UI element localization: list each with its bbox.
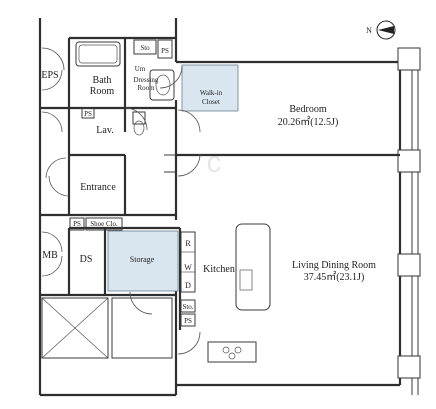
- shaft: [41, 297, 173, 359]
- ps-label-top: PS: [161, 47, 169, 55]
- toilet: [132, 111, 146, 136]
- kitchen-island: [235, 223, 271, 311]
- stove: [207, 341, 257, 363]
- storage-label: Storage: [130, 255, 155, 264]
- entrance-label: Entrance: [80, 182, 116, 193]
- dryer-label: D: [185, 281, 191, 290]
- um-label: Um: [135, 65, 146, 73]
- ps-label-shoe: PS: [73, 220, 81, 228]
- living-dining-label: Living Dining Room: [292, 260, 376, 271]
- doors: [41, 47, 201, 355]
- walk-in-closet-label-1: Walk-in: [200, 89, 223, 97]
- interior-walls: [40, 36, 400, 330]
- lav-label: Lav.: [96, 125, 113, 136]
- sto-kitchen-label: Sto.: [182, 303, 193, 311]
- compass-label: N: [366, 26, 372, 35]
- ps-kitchen-label: PS: [184, 317, 192, 325]
- utility-boxes: [69, 39, 196, 327]
- dressing-room-label-2: Room: [137, 84, 155, 92]
- bedroom-label: Bedroom: [289, 104, 326, 115]
- ps-label-lav: PS: [84, 110, 92, 118]
- storage-area: [107, 230, 179, 292]
- mb-label: MB: [42, 250, 58, 261]
- compass-icon: N: [366, 20, 396, 40]
- basin: [149, 69, 175, 101]
- walk-in-closet-label-2: Closet: [202, 98, 220, 106]
- shoe-closet-label: Shoe Clo.: [90, 220, 118, 228]
- bathtub: [75, 41, 121, 67]
- bedroom-area: 20.26㎡(12.5J): [278, 116, 339, 128]
- refrigerator-label: R: [185, 239, 191, 248]
- bath-room-label-2: Room: [90, 86, 115, 97]
- bath-room-label-1: Bath: [93, 75, 112, 86]
- kitchen-label: Kitchen: [203, 264, 235, 275]
- eps-label: EPS: [41, 70, 58, 81]
- watermark: c: [207, 146, 222, 179]
- ds-label: DS: [80, 254, 93, 265]
- dressing-room-label-1: Dressing: [134, 76, 159, 84]
- exterior-walls: [38, 18, 419, 397]
- washer-label: W: [184, 263, 192, 272]
- walk-in-closet-area: [181, 64, 239, 112]
- living-dining-area: 37.45㎡(23.1J): [304, 271, 365, 283]
- sto-label: Sto: [140, 44, 150, 52]
- window-columns: [397, 47, 421, 379]
